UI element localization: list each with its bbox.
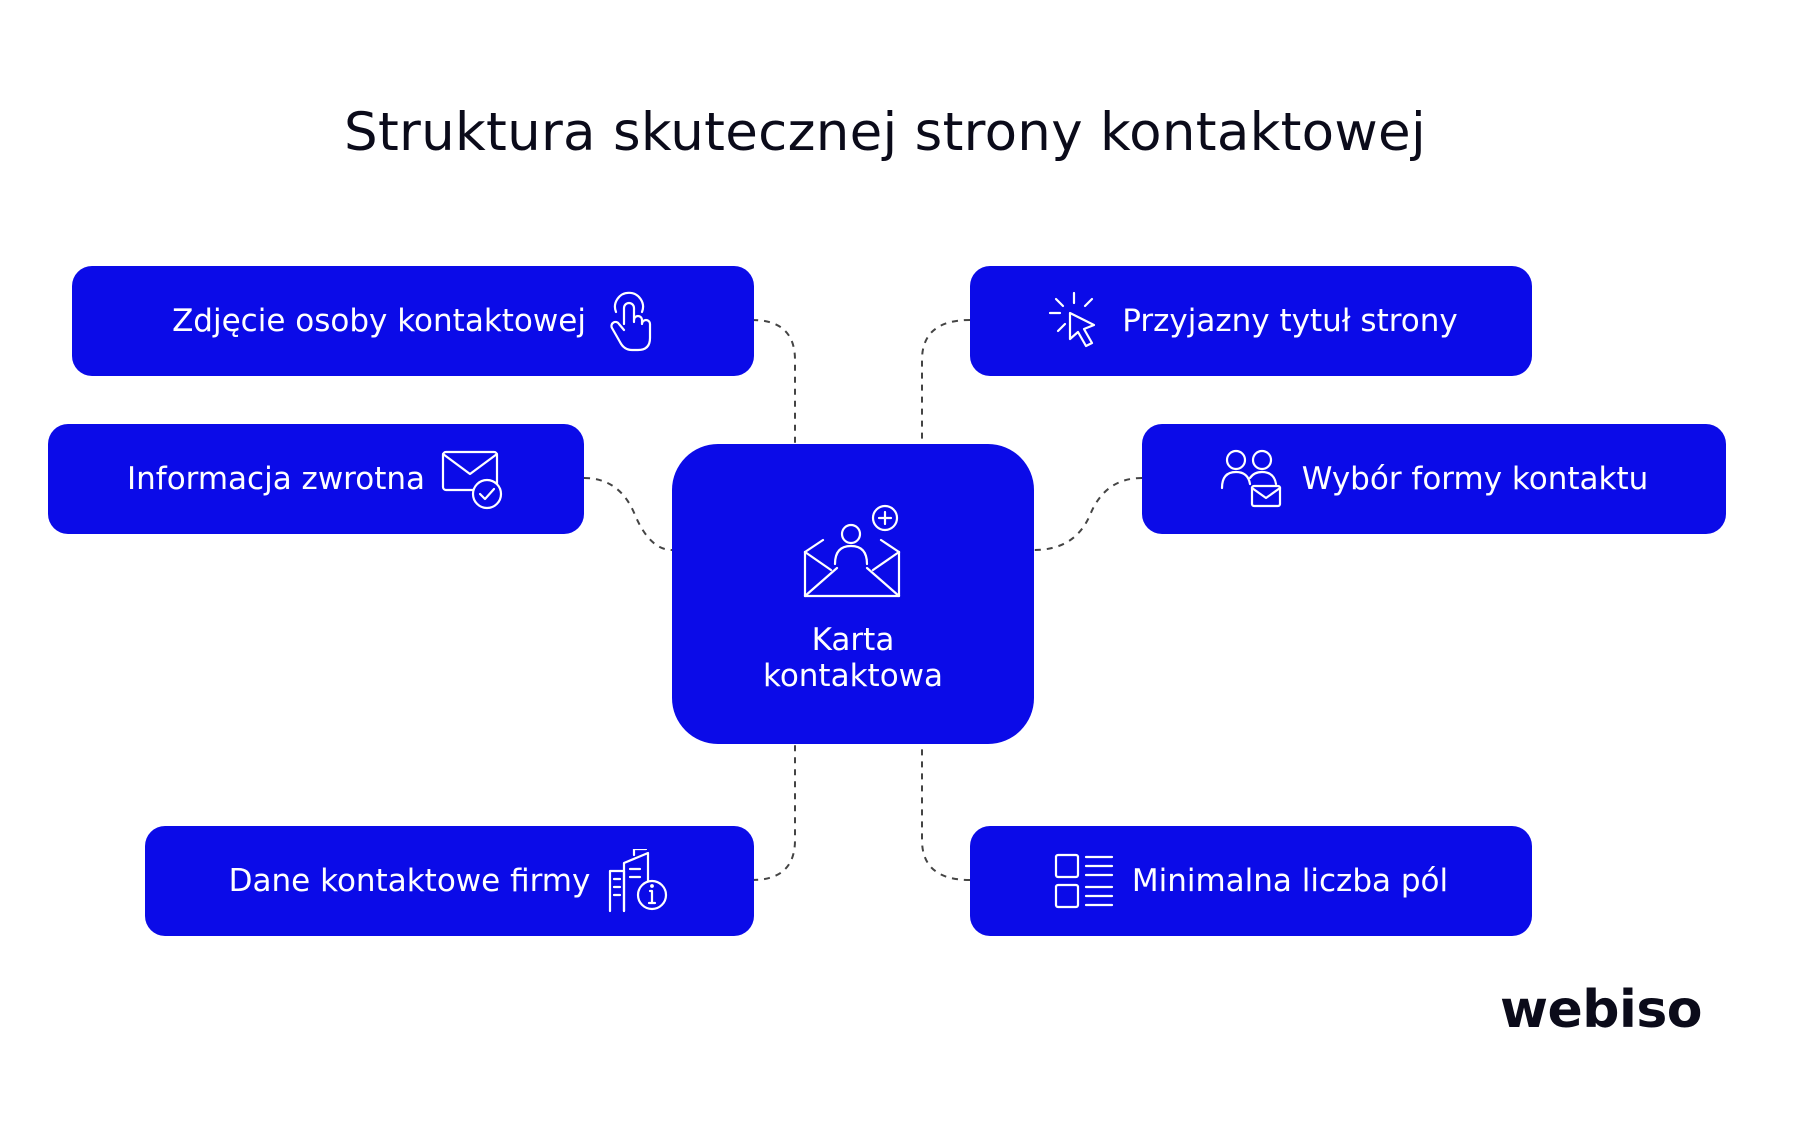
item-min-fields-label: Minimalna liczba pól [1131, 863, 1449, 899]
cursor-click-icon [1044, 291, 1104, 351]
item-form-choice-label: Wybór formy kontaktu [1301, 461, 1649, 497]
item-company-label: Dane kontaktowe firmy [228, 863, 591, 899]
item-title: Przyjazny tytuł strony [970, 266, 1532, 376]
center-label: Karta kontaktowa [762, 622, 944, 694]
building-info-icon [606, 849, 670, 913]
users-mail-icon [1220, 448, 1284, 510]
item-feedback-label: Informacja zwrotna [126, 461, 426, 497]
item-company: Dane kontaktowe firmy [145, 826, 754, 936]
item-min-fields: Minimalna liczba pól [970, 826, 1532, 936]
touch-hand-icon [608, 290, 654, 352]
brand-logo: webiso [1500, 980, 1703, 1040]
connector-photo [751, 319, 796, 444]
envelope-check-icon [441, 448, 505, 510]
connector-form-choice [1033, 477, 1143, 551]
item-photo-label: Zdjęcie osoby kontaktowej [172, 303, 586, 339]
item-feedback: Informacja zwrotna [48, 424, 584, 534]
item-photo: Zdjęcie osoby kontaktowej [72, 266, 754, 376]
brand-logo-text: webiso [1500, 980, 1703, 1040]
form-list-icon [1054, 851, 1114, 911]
connector-min-fields [921, 744, 971, 881]
item-title-label: Przyjazny tytuł strony [1122, 303, 1458, 339]
connector-title [921, 319, 971, 444]
page-title: Struktura skutecznej strony kontaktowej [344, 102, 1426, 163]
connector-feedback [583, 477, 673, 551]
center-node: Karta kontaktowa [672, 444, 1034, 744]
envelope-contact-add-icon [803, 504, 903, 604]
item-form-choice: Wybór formy kontaktu [1142, 424, 1726, 534]
connector-company [751, 744, 796, 881]
